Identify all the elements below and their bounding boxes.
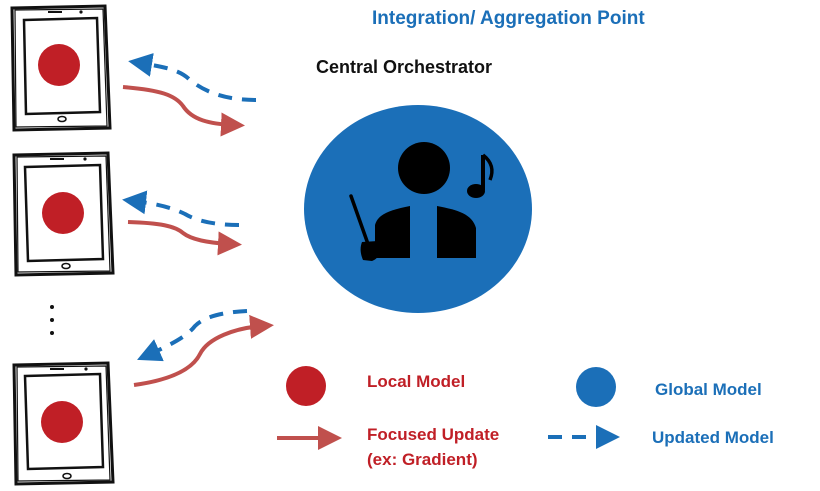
updated-model-arrow-2	[122, 190, 240, 227]
conductor-icon	[349, 142, 494, 261]
legend-global-model-label: Global Model	[655, 380, 762, 399]
focused-update-arrow-1	[122, 85, 245, 137]
central-orchestrator	[304, 105, 532, 313]
legend-local-model-label: Local Model	[367, 372, 466, 391]
legend-updated-model-label: Updated Model	[652, 428, 774, 447]
client-tablet-2	[12, 151, 115, 277]
legend-global-model-dot	[576, 367, 616, 407]
client-tablet-1	[10, 4, 112, 132]
client-tablet-3	[12, 361, 115, 486]
central-orchestrator-label: Central Orchestrator	[316, 57, 493, 77]
local-model-dot	[38, 44, 80, 86]
local-model-dot	[42, 192, 84, 234]
aggregation-point-title: Integration/ Aggregation Point	[372, 8, 645, 29]
legend-focused-update-label: Focused Update	[367, 425, 500, 444]
updated-model-arrow-3	[137, 309, 248, 362]
updated-model-arrow-1	[128, 53, 257, 102]
focused-update-arrow-3	[133, 314, 274, 387]
focused-update-arrow-2	[127, 220, 242, 256]
global-model-circle	[304, 105, 532, 313]
legend-local-model-dot	[286, 366, 326, 406]
local-model-dot	[41, 401, 83, 443]
legend-focused-update-example: (ex: Gradient)	[367, 450, 478, 469]
more-clients-dots	[50, 305, 54, 335]
